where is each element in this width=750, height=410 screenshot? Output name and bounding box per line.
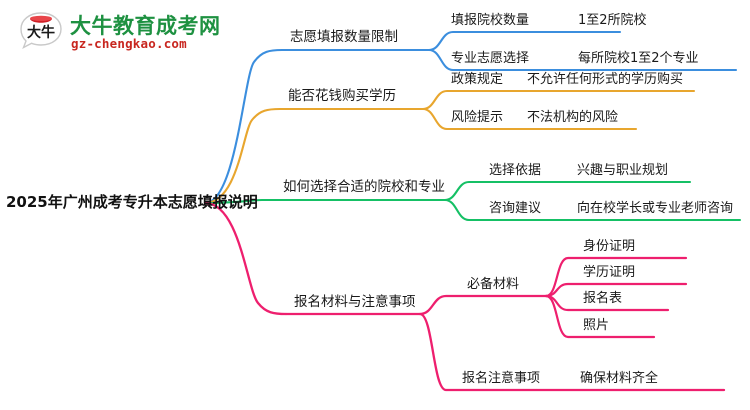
edge-branch3-child2 (443, 198, 742, 222)
branch-3-child-2-leaf-1[interactable]: 向在校学长或专业老师咨询 (577, 201, 734, 216)
branch-node-4[interactable]: 报名材料与注意事项 (294, 294, 416, 310)
edge-root-branch2 (203, 107, 282, 205)
branch-node-3[interactable]: 如何选择合适的院校和专业 (283, 179, 445, 195)
branch-1-child-1[interactable]: 填报院校数量 (451, 13, 530, 28)
svg-text:大牛: 大牛 (27, 24, 55, 41)
branch-3-child-2[interactable]: 咨询建议 (489, 201, 542, 216)
branch-4-child-1-leaf-2[interactable]: 学历证明 (583, 265, 636, 280)
edge-branch1-child1 (427, 30, 622, 52)
branch-4-child-1-leaf-3[interactable]: 报名表 (583, 291, 623, 306)
edge-material-leaf4 (544, 294, 656, 339)
edge-branch4-child1 (418, 294, 548, 316)
branch-1-child-2-leaf-1[interactable]: 每所院校1至2个专业 (578, 51, 699, 66)
branch-4-child-1-leaf-4[interactable]: 照片 (583, 318, 610, 333)
edge-root-branch4 (203, 201, 288, 316)
branch-1-child-2[interactable]: 专业志愿选择 (451, 51, 530, 66)
branch-1-child-1-leaf-1[interactable]: 1至2所院校 (578, 13, 647, 28)
branch-2-child-2[interactable]: 风险提示 (451, 110, 504, 125)
edge-branch2-child2 (421, 107, 638, 131)
mindmap-root-node[interactable]: 2025年广州成考专升本志愿填报说明 (6, 193, 258, 211)
branch-node-1[interactable]: 志愿填报数量限制 (290, 29, 398, 45)
site-logo[interactable]: 大牛 大牛教育成考网 gz-chengkao.com (18, 8, 233, 56)
branch-3-child-1-leaf-1[interactable]: 兴趣与职业规划 (577, 163, 669, 178)
branch-node-2[interactable]: 能否花钱购买学历 (288, 88, 396, 104)
edge-branch1-child2 (427, 48, 738, 72)
edge-branch4-child2 (418, 312, 726, 392)
branch-2-child-1-leaf-1[interactable]: 不允许任何形式的学历购买 (527, 72, 684, 87)
edge-root-branch3 (203, 198, 278, 205)
branch-3-child-1[interactable]: 选择依据 (489, 163, 542, 178)
edge-branch2-child1 (421, 89, 696, 111)
branch-4-child-2[interactable]: 报名注意事项 (462, 371, 541, 386)
branch-4-child-2-leaf-1[interactable]: 确保材料齐全 (580, 371, 659, 386)
speech-bubble-logo-icon: 大牛 (20, 12, 62, 49)
branch-2-child-1[interactable]: 政策规定 (451, 72, 504, 87)
logo-brand-name: 大牛教育成考网 (70, 14, 221, 38)
branch-2-child-2-leaf-1[interactable]: 不法机构的风险 (527, 110, 619, 125)
logo-brand-url: gz-chengkao.com (71, 36, 187, 51)
branch-4-child-1-leaf-1[interactable]: 身份证明 (583, 239, 636, 254)
branch-4-child-1[interactable]: 必备材料 (467, 277, 520, 292)
edge-branch3-child1 (443, 180, 692, 202)
edge-root-branch1 (203, 48, 284, 205)
